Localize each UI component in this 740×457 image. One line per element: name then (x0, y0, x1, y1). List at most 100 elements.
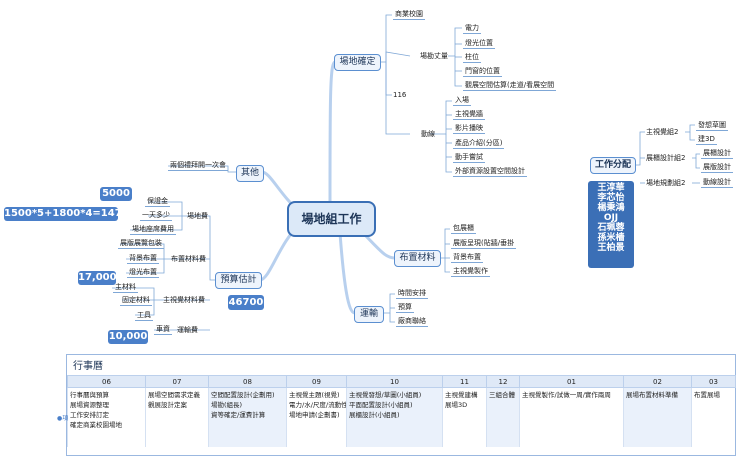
timeline-task: 展櫃設計(小組員) (349, 411, 400, 419)
timeline-task: 場地申請(企劃書) (289, 411, 340, 419)
member-name: 王淳華 (597, 183, 625, 193)
timeline-cell: 主視覺製作/試做一周/實作兩周 (519, 387, 624, 447)
timeline-task: 行事曆與預算 (70, 391, 109, 399)
decor-fee-item: 燈光布置 (127, 268, 159, 278)
timeline-row-label: ●項 (57, 415, 69, 422)
survey-item: 燈光位置 (463, 39, 495, 49)
material-item: 主視覺製作 (451, 267, 490, 277)
timeline-task: 電力/水/尺度/流動性 (289, 401, 347, 409)
mindmap-center-node: 場地組工作 (287, 201, 376, 237)
timeline-task: 工作安排訂定 (70, 411, 109, 419)
timeline-table: 06 07 08 09 10 11 12 01 02 03 行事曆與預算 展場資… (67, 375, 736, 447)
timeline-task: 場勘(組長) (211, 401, 243, 409)
month-header: 12 (486, 375, 520, 388)
timeline-cell: 展場布置材料準備 (623, 387, 692, 447)
month-header: 10 (346, 375, 443, 388)
main-fee-item: 工具 (135, 311, 153, 321)
timeline-task: 確定商業校園場地 (70, 421, 122, 429)
division-item: 展版設計 (701, 163, 733, 173)
material-item: 展版呈現(貼牆/垂掛 (451, 239, 517, 249)
decor-amount-badge: 17,000 (78, 271, 117, 285)
timeline-cell: 主視覺發想/草圖(小組員) 平面配置設計(小組員) 展櫃設計(小組員) (346, 387, 443, 447)
timeline-cell: 主視覺主題(視覺) 電力/水/尺度/流動性 場地申請(企劃書) (286, 387, 347, 447)
month-header: 01 (519, 375, 624, 388)
transport-item: 廠商聯絡 (396, 317, 428, 327)
month-header: 06 (67, 375, 146, 388)
survey-item: 柱位 (463, 53, 481, 63)
timeline-task: 展場資源整理 (70, 401, 109, 409)
timeline-cell: 三組合體 (486, 387, 520, 447)
month-header: 07 (145, 375, 209, 388)
timeline-task: 展場3D (445, 401, 468, 409)
venue-fee-item: 場地座席費用 (130, 225, 176, 235)
member-name: 孫米檣 (597, 233, 625, 243)
main-fee-item: 固定材料 (120, 296, 152, 306)
node-code: 116 (393, 91, 407, 99)
timeline-cell: 展場空間需求定義 觀展設計定案 (145, 387, 209, 447)
division-group: 主視覺組2 (646, 128, 679, 136)
flow-item: 動手嘗試 (453, 153, 485, 163)
timeline-cell: 主視覺建構 展場3D (442, 387, 487, 447)
venue-fee-item: 保證金 (145, 197, 170, 207)
division-item: 動線設計 (701, 178, 733, 188)
flow-item: 入場 (453, 96, 471, 106)
venue-amount-badge: 5000 (100, 187, 132, 201)
month-header: 08 (208, 375, 287, 388)
month-header: 11 (442, 375, 487, 388)
timeline-task: 平面配置設計(小組員) (349, 401, 413, 409)
timeline-title: 行事曆 (73, 361, 103, 372)
decor-fee-item: 展版展覽包裝 (118, 239, 164, 249)
venue-formula-badge: 1500*5+1800*4=14700 (4, 207, 136, 221)
timeline-panel: 行事曆 06 07 08 09 10 11 12 01 02 03 行事曆與 (66, 354, 736, 456)
survey-item: 門窗的位置 (463, 67, 502, 77)
node-survey: 場勘丈量 (420, 52, 448, 60)
material-item: 背景布置 (451, 253, 483, 263)
node-main-fee: 主視覺材料費 (163, 296, 205, 304)
timeline-task: 布置展場 (694, 391, 720, 399)
timeline-cell: 行事曆與預算 展場資源整理 工作安排訂定 確定商業校園場地 (67, 387, 146, 447)
branch-other: 其他 (236, 165, 264, 182)
survey-item: 觀展空間估算(走道/看展空間 (463, 81, 557, 91)
timeline-task: 三組合體 (489, 391, 515, 399)
division-node: 工作分配 (590, 157, 636, 174)
venue-fee-item: 一天多少 (140, 211, 172, 221)
division-group: 場地規劃組2 (646, 179, 686, 187)
branch-venue: 場地確定 (334, 54, 381, 71)
timeline-task: 主視覺發想/草圖(小組員) (349, 391, 422, 399)
member-name: OJJ (603, 213, 619, 223)
division-item: 發想草圖 (696, 121, 728, 131)
member-list: 王淳華 李芯怡 楊秉鴻 OJJ 石珮蓉 孫米檣 王柏景 (588, 181, 634, 268)
month-header: 02 (623, 375, 692, 388)
division-group: 展櫃設計組2 (646, 154, 686, 162)
survey-item: 電力 (463, 24, 481, 34)
timeline-task: 展場布置材料準備 (626, 391, 678, 399)
month-header: 03 (691, 375, 736, 388)
timeline-cell: 布置展場 (691, 387, 736, 447)
member-name: 石珮蓉 (597, 223, 625, 233)
node-flow: 動線 (421, 130, 435, 138)
node-meeting: 兩個禮拜開一次會 (168, 161, 228, 171)
flow-item: 影片播映 (453, 124, 485, 134)
node-school: 商業校園 (393, 10, 425, 20)
timeline-task: 資等確定/運費計算 (211, 411, 266, 419)
timeline-cell: 空間配置設計(企劃用) 場勘(組長) 資等確定/運費計算 (208, 387, 287, 447)
branch-transport: 運輸 (354, 306, 384, 323)
main-fee-item: 主材料 (113, 283, 138, 293)
timeline-task: 展場空間需求定義 (148, 391, 200, 399)
material-item: 包展櫃 (451, 224, 476, 234)
budget-total-badge: 46700 (228, 295, 264, 310)
transport-item: 預算 (396, 303, 414, 313)
member-name: 李芯怡 (597, 193, 625, 203)
flow-item: 外部資源設置空間設計 (453, 167, 527, 177)
node-transport-fee: 運輸費 (177, 326, 198, 334)
member-name: 楊秉鴻 (597, 203, 625, 213)
member-name: 王柏景 (597, 243, 625, 253)
transport-item: 時間安排 (396, 289, 428, 299)
timeline-task: 觀展設計定案 (148, 401, 187, 409)
timeline-task: 主視覺製作/試做一周/實作兩周 (522, 391, 611, 399)
timeline-task: 主視覺主題(視覺) (289, 391, 340, 399)
transport-fee-item: 車資 (154, 325, 172, 335)
flow-item: 產品介紹(分區) (453, 139, 505, 149)
node-decor-fee: 布置材料費 (171, 255, 206, 263)
